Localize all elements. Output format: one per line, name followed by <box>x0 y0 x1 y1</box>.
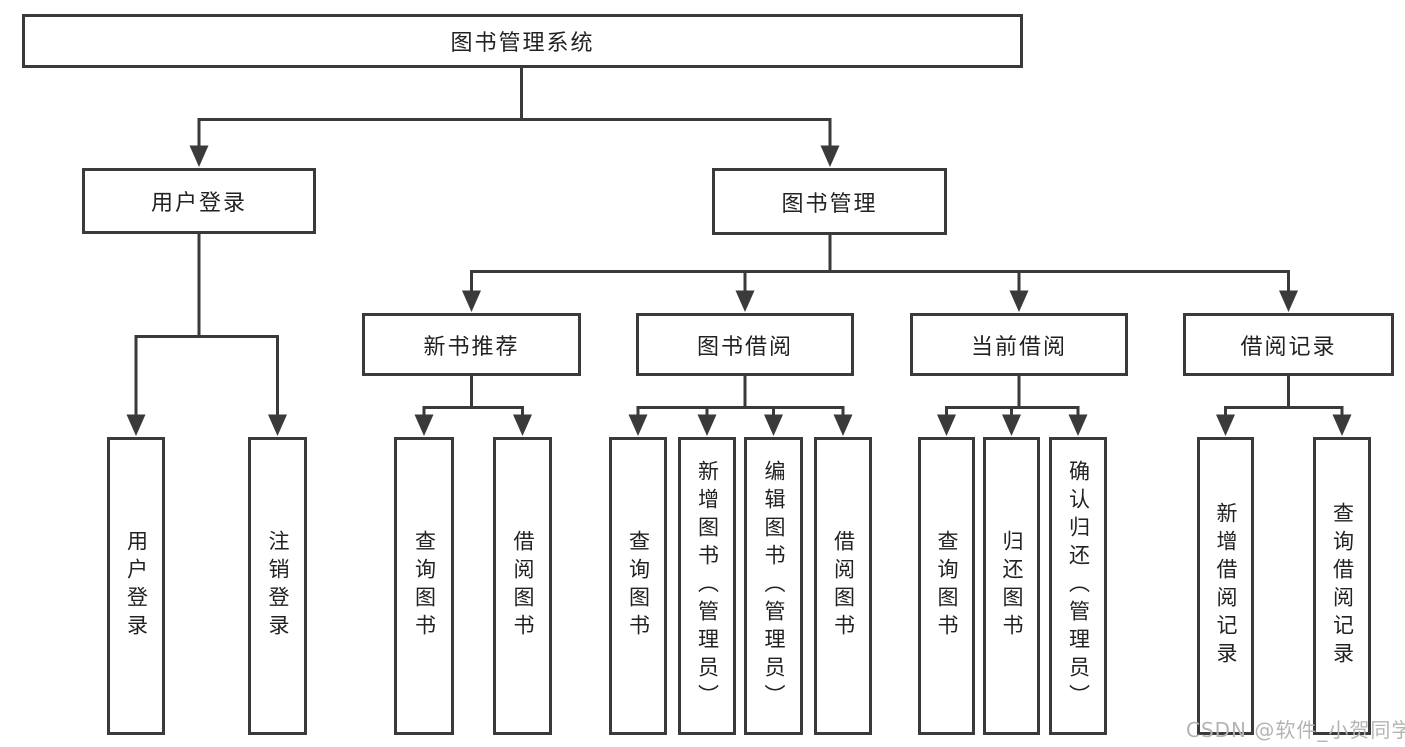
csdn-watermark: CSDN @软件_小贺同学 <box>1186 718 1405 742</box>
node-borrowing-records: 借阅记录 <box>1183 313 1394 376</box>
arrow-down-leaf-logout <box>268 414 287 436</box>
leaf-query-books-1: 查询图书 <box>394 437 454 735</box>
arrow-down-user-login <box>189 145 209 167</box>
arrow-down-return-books <box>1002 414 1021 436</box>
leaf-label: 注销登录 <box>266 530 290 642</box>
leaf-borrow-books-1: 借阅图书 <box>493 437 552 735</box>
arrow-down-borrow-books-2 <box>833 414 853 436</box>
node-label: 用户登录 <box>150 191 247 216</box>
arrow-down-confirm-return <box>1068 414 1088 436</box>
arrow-down-query-record <box>1332 414 1352 436</box>
leaf-query-books-3: 查询图书 <box>918 437 975 735</box>
node-current-borrowing: 当前借阅 <box>910 313 1128 376</box>
node-book-management: 图书管理 <box>712 168 947 235</box>
leaf-label: 归还图书 <box>1000 530 1024 642</box>
arrow-down-current-borrowing <box>1009 290 1029 312</box>
arrow-down-add-record <box>1216 414 1235 436</box>
arrow-down-borrowing-records <box>1279 290 1298 312</box>
leaf-query-books-2: 查询图书 <box>609 437 667 735</box>
leaf-label: 查询借阅记录 <box>1330 502 1355 670</box>
node-user-login: 用户登录 <box>82 168 316 234</box>
node-label: 借阅记录 <box>1240 334 1337 360</box>
leaf-add-books-admin: 新增图书（管理员） <box>678 437 736 735</box>
leaf-label: 确认归还（管理员） <box>1066 460 1091 712</box>
leaf-label: 用户登录 <box>124 530 149 642</box>
leaf-label: 查询图书 <box>412 530 437 642</box>
arrow-down-query-books-1 <box>414 414 434 436</box>
node-new-book-recommendation: 新书推荐 <box>362 313 581 376</box>
arrow-down-new-book <box>462 290 481 312</box>
arrow-down-add-books <box>697 414 717 436</box>
node-label: 图书借阅 <box>696 334 793 360</box>
leaf-label: 借阅图书 <box>831 530 856 642</box>
arrow-down-book-management <box>820 145 840 167</box>
leaf-confirm-return-admin: 确认归还（管理员） <box>1049 437 1107 735</box>
leaf-label: 查询图书 <box>626 530 651 642</box>
arrow-down-book-borrowing <box>735 290 755 312</box>
leaf-add-borrow-record: 新增借阅记录 <box>1197 437 1254 735</box>
node-label: 当前借阅 <box>970 334 1067 360</box>
arrow-down-query-books-3 <box>937 414 956 436</box>
arrow-down-edit-books <box>764 414 783 436</box>
leaf-label: 编辑图书（管理员） <box>762 460 786 712</box>
leaf-label: 新增图书（管理员） <box>695 460 720 712</box>
arrow-down-leaf-user-login <box>126 414 146 436</box>
node-root: 图书管理系统 <box>22 14 1023 68</box>
arrow-down-borrow-books-1 <box>513 414 532 436</box>
leaf-logout: 注销登录 <box>248 437 307 735</box>
node-label: 图书管理系统 <box>450 31 595 56</box>
leaf-label: 借阅图书 <box>511 530 535 642</box>
leaf-query-borrow-record: 查询借阅记录 <box>1313 437 1371 735</box>
leaf-label: 查询图书 <box>935 530 959 642</box>
leaf-return-books: 归还图书 <box>983 437 1040 735</box>
leaf-edit-books-admin: 编辑图书（管理员） <box>744 437 803 735</box>
node-label: 新书推荐 <box>423 334 520 360</box>
leaf-borrow-books-2: 借阅图书 <box>814 437 872 735</box>
arrow-down-query-books-2 <box>628 414 648 436</box>
node-label: 图书管理 <box>781 191 878 217</box>
leaf-label: 新增借阅记录 <box>1214 502 1238 670</box>
leaf-user-login: 用户登录 <box>107 437 165 735</box>
node-book-borrowing: 图书借阅 <box>636 313 854 376</box>
